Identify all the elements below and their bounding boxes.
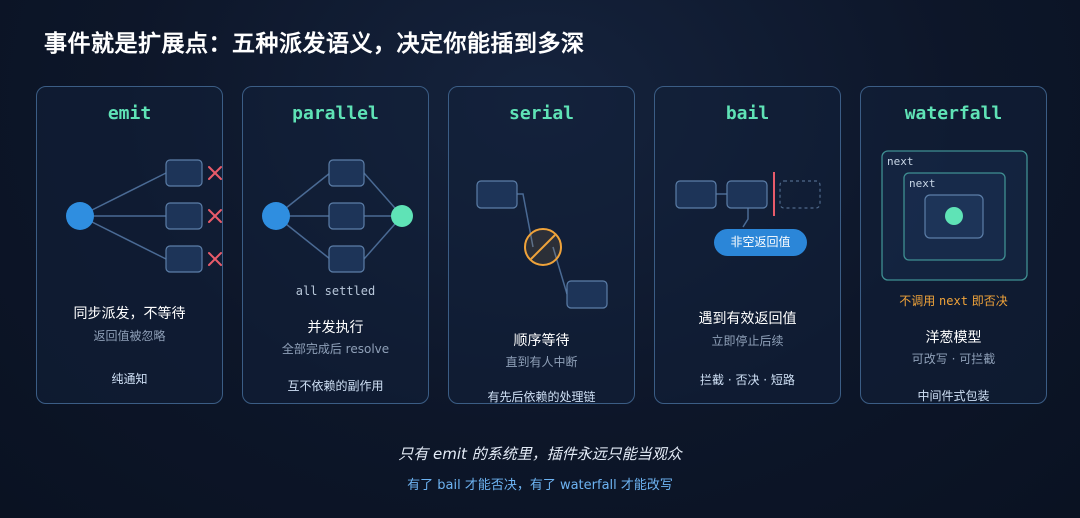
listener-node bbox=[165, 159, 203, 187]
ignored-cross-icon bbox=[208, 166, 222, 266]
listener-node bbox=[165, 245, 203, 273]
handler-node bbox=[476, 180, 518, 209]
handler-node bbox=[566, 280, 608, 309]
card-subtext: 全部完成后 resolve bbox=[281, 342, 390, 356]
card-title: bail bbox=[725, 103, 770, 124]
card-description: 洋葱模型 bbox=[925, 330, 982, 346]
inner-next-label: next bbox=[909, 177, 936, 190]
card-parallel: parallel all settled 并发执行 全部完成后 resolve … bbox=[242, 86, 429, 404]
card-footer: 拦截 · 否决 · 短路 bbox=[700, 373, 795, 387]
listener-node bbox=[328, 159, 365, 187]
card-title: serial bbox=[508, 103, 575, 124]
card-description: 遇到有效返回值 bbox=[698, 311, 797, 327]
page-title: 事件就是扩展点：五种派发语义，决定你能插到多深 bbox=[44, 31, 585, 57]
card-serial: serial 顺序等待 直到有人中断 有先后依赖的处理链 bbox=[448, 86, 635, 404]
settled-note: all settled bbox=[295, 284, 376, 298]
source-node bbox=[262, 202, 290, 230]
card-title: emit bbox=[107, 103, 152, 124]
outer-next-label: next bbox=[887, 155, 914, 168]
source-node bbox=[66, 202, 94, 230]
card-title: waterfall bbox=[904, 103, 1003, 124]
card-footer: 有先后依赖的处理链 bbox=[487, 390, 596, 404]
listener-node bbox=[328, 202, 365, 230]
card-footer: 中间件式包装 bbox=[917, 389, 990, 403]
card-emit: emit 同步派发，不等待 返回值被忽略 纯通知 bbox=[36, 86, 223, 404]
skipped-node bbox=[779, 180, 821, 209]
onion-diagram bbox=[881, 150, 1028, 281]
listener-node bbox=[165, 202, 203, 230]
card-subtext: 直到有人中断 bbox=[505, 355, 578, 369]
card-waterfall: waterfall next next 不调用 next 即否决 洋葱模型 可改… bbox=[860, 86, 1047, 404]
card-subtext: 立即停止后续 bbox=[711, 334, 784, 348]
card-subtext: 返回值被忽略 bbox=[93, 329, 166, 343]
core-node bbox=[945, 207, 963, 225]
veto-note: 不调用 next 即否决 bbox=[899, 294, 1008, 308]
emit-diagram bbox=[66, 159, 222, 273]
card-footer: 互不依赖的副作用 bbox=[287, 379, 384, 393]
conclusion-line: 只有 emit 的系统里，插件永远只能当观众 bbox=[398, 445, 682, 463]
handler-node bbox=[726, 180, 768, 209]
card-description: 并发执行 bbox=[307, 320, 364, 336]
card-bail: bail 非空返回值 遇到有效返回值 立即停止后续 拦截 · 否决 · 短路 bbox=[654, 86, 841, 404]
card-footer: 纯通知 bbox=[111, 372, 148, 386]
return-value-badge: 非空返回值 bbox=[714, 229, 807, 256]
settled-node bbox=[391, 205, 413, 227]
bail-diagram bbox=[675, 172, 821, 228]
serial-diagram bbox=[476, 180, 608, 309]
conclusion-subline: 有了 bail 才能否决，有了 waterfall 才能改写 bbox=[407, 478, 673, 493]
parallel-diagram bbox=[262, 159, 413, 273]
listener-node bbox=[328, 245, 365, 273]
card-title: parallel bbox=[292, 103, 379, 124]
handler-node bbox=[675, 180, 717, 209]
card-description: 同步派发，不等待 bbox=[73, 306, 186, 322]
card-subtext: 可改写 · 可拦截 bbox=[911, 352, 996, 366]
card-description: 顺序等待 bbox=[513, 333, 570, 349]
interrupt-icon bbox=[524, 228, 562, 266]
